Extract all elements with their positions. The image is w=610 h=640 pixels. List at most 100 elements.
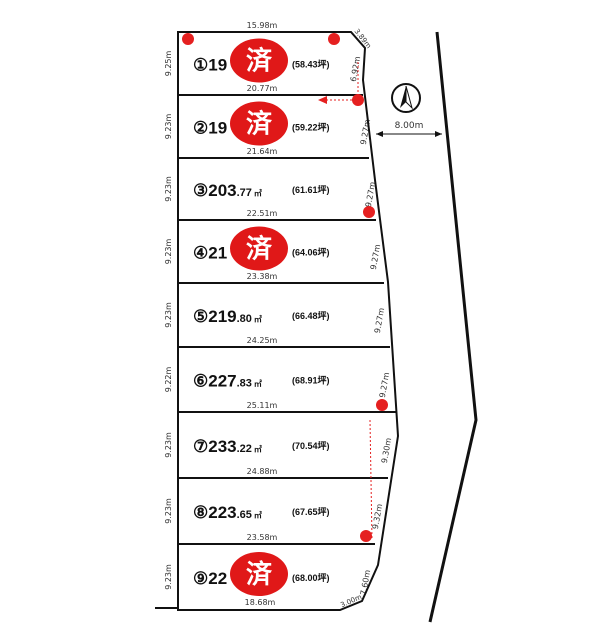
- lot-number: ⑥: [193, 372, 208, 391]
- lot-area-decimal: .77: [237, 187, 252, 199]
- lot-area-integer: 19: [208, 119, 227, 138]
- lot-tsubo-label: (58.43坪): [292, 59, 330, 70]
- lot-depth-label: 9.23m: [164, 113, 173, 139]
- sold-badge: 済: [230, 38, 288, 83]
- sold-badge-label: 済: [246, 559, 273, 590]
- lot-tsubo-label: (70.54坪): [292, 440, 330, 451]
- lot-tsubo-label: (66.48坪): [292, 310, 330, 321]
- lot-area-integer: 203: [208, 181, 236, 200]
- lot-area-integer: 22: [208, 569, 227, 588]
- boundary-marker: [352, 94, 364, 106]
- lot-number: ⑤: [193, 307, 208, 326]
- lot-base-label: 24.88m: [247, 467, 278, 476]
- lot-depth-label: 9.23m: [164, 176, 173, 202]
- lot-area-integer: 233: [208, 437, 236, 456]
- lot-area-decimal: .80: [237, 313, 252, 325]
- lot-base-label: 22.51m: [247, 209, 278, 218]
- corner-bottom-label: 3.00m: [339, 593, 363, 609]
- sold-badge: 済: [230, 101, 288, 146]
- lot-side-label: 6.92m: [349, 55, 362, 82]
- lot-number: ⑧: [193, 503, 208, 522]
- lot-number: ①: [193, 56, 208, 75]
- lot-number: ④: [193, 244, 208, 263]
- sold-badge-label: 済: [246, 46, 273, 77]
- lot-depth-label: 9.23m: [164, 564, 173, 590]
- lot-side-label: 9.27m: [373, 307, 386, 334]
- parcel-boundary: [177, 31, 400, 611]
- lot-depth-label: 9.23m: [164, 302, 173, 328]
- boundary-markers: [182, 33, 388, 542]
- lot-area-unit: ㎡: [254, 510, 262, 520]
- lot-depth-label: 9.25m: [164, 50, 173, 76]
- boundary-marker: [182, 33, 194, 45]
- road-edge: [428, 31, 478, 623]
- lot-tsubo-label: (68.00坪): [292, 572, 330, 583]
- lot-1[interactable]: 9.25m 6.92m 20.77m ①19 (58.43坪) 済: [164, 38, 362, 94]
- lot-area-decimal: .65: [237, 509, 252, 521]
- lot-area-decimal: .83: [237, 378, 252, 390]
- sold-badge: 済: [230, 552, 288, 596]
- boundary-marker: [363, 206, 375, 218]
- lot-base-label: 20.77m: [247, 84, 278, 93]
- boundary-marker: [328, 33, 340, 45]
- lot-tsubo-label: (59.22坪): [292, 122, 330, 133]
- lot-area-unit: ㎡: [254, 444, 262, 454]
- lot-base-label: 23.58m: [247, 533, 278, 542]
- lot-depth-label: 9.23m: [164, 238, 173, 264]
- lot-area-decimal: .22: [237, 443, 252, 455]
- bottom-frontage-label: 18.68m: [245, 598, 276, 607]
- lot-number: ⑨: [193, 569, 208, 588]
- lot-tsubo-label: (67.65坪): [292, 506, 330, 517]
- lot-area-integer: 21: [208, 244, 227, 263]
- lot-side-label: 9.30m: [380, 437, 393, 464]
- lot-tsubo-label: (61.61坪): [292, 184, 330, 195]
- lot-tsubo-label: (64.06坪): [292, 247, 330, 258]
- lot-area-unit: ㎡: [254, 379, 262, 389]
- lot-base-label: 21.64m: [247, 147, 278, 156]
- lot-side-label: 9.27m: [369, 243, 382, 270]
- lot-base-label: 23.38m: [247, 272, 278, 281]
- sold-badge-label: 済: [246, 234, 273, 265]
- lot-number: ⑦: [193, 437, 208, 456]
- road-width-label: 8.00m: [395, 121, 424, 131]
- lot-area-unit: ㎡: [254, 188, 262, 198]
- boundary-marker: [376, 399, 388, 411]
- lot-depth-label: 9.23m: [164, 432, 173, 458]
- road-width-dimension: 8.00m: [376, 121, 442, 137]
- lot-area-integer: 227: [208, 372, 236, 391]
- lot-base-label: 24.25m: [247, 336, 278, 345]
- lot-4[interactable]: 9.23m 9.27m 23.38m ④21 (64.06坪) 済: [164, 226, 382, 282]
- lot-area-label: ②19: [193, 119, 227, 138]
- lot-9[interactable]: 9.23m 7.60m ⑨22 (68.00坪) 済: [164, 552, 372, 596]
- dashed-guide-arrow: [318, 62, 373, 541]
- lot-tsubo-label: (68.91坪): [292, 375, 330, 386]
- sold-badge: 済: [230, 226, 288, 271]
- lot-area-unit: ㎡: [254, 314, 262, 324]
- lot-base-label: 25.11m: [247, 401, 278, 410]
- lot-area-integer: 223: [208, 503, 236, 522]
- lot-number: ③: [193, 181, 208, 200]
- lot-area-integer: 19: [208, 56, 227, 75]
- lot-side-label: 7.60m: [359, 569, 372, 596]
- lot-side-label: 9.32m: [371, 503, 384, 530]
- boundary-marker: [360, 530, 372, 542]
- lot-depth-label: 9.23m: [164, 498, 173, 524]
- lot-area-label: ⑨22: [193, 569, 227, 588]
- lot-side-label: 9.27m: [378, 371, 391, 398]
- lot-side-label: 9.27m: [364, 181, 377, 208]
- lot-number: ②: [193, 119, 208, 138]
- lot-area-integer: 219: [208, 307, 236, 326]
- lot-depth-label: 9.22m: [164, 366, 173, 392]
